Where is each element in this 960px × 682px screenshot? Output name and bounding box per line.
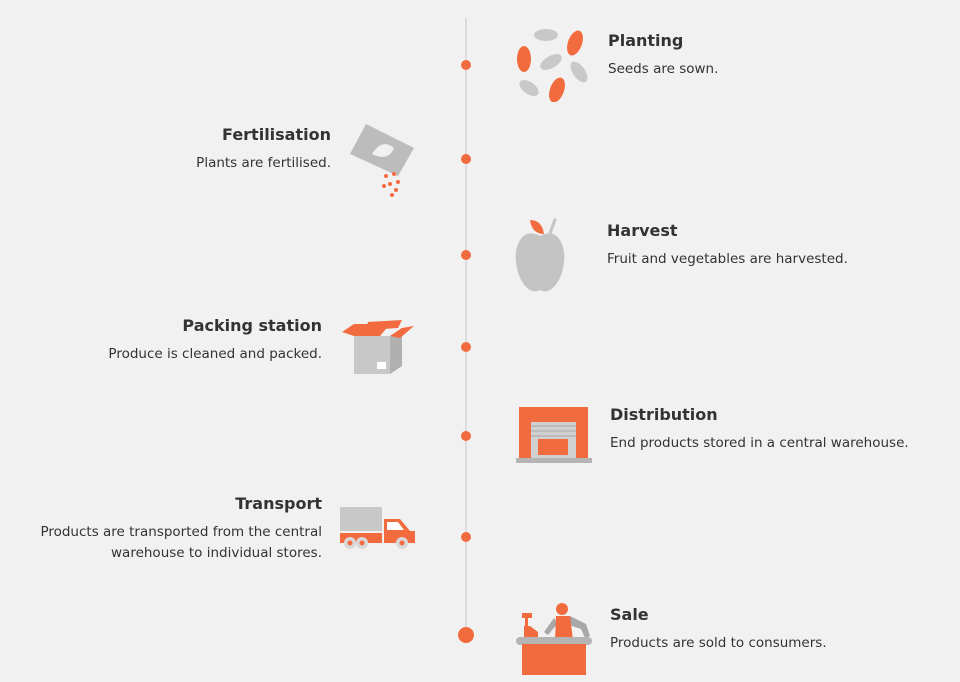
- step-title: Packing station: [182, 316, 322, 335]
- timeline-dot: [461, 532, 471, 542]
- apple-icon: [515, 218, 565, 292]
- step-description: Produce is cleaned and packed.: [108, 346, 322, 362]
- step-distribution: Distribution End products stored in a ce…: [610, 405, 909, 454]
- fertiliser-bag-icon: [350, 124, 414, 197]
- step-planting: Planting Seeds are sown.: [608, 31, 718, 80]
- truck-icon: [340, 507, 415, 549]
- step-description: Plants are fertilised.: [196, 155, 331, 171]
- timeline-dot: [461, 342, 471, 352]
- step-sale: Sale Products are sold to consumers.: [610, 605, 827, 654]
- step-title: Sale: [610, 605, 649, 624]
- step-packing-station: Packing station Produce is cleaned and p…: [108, 316, 322, 365]
- cashier-icon: [516, 603, 592, 675]
- warehouse-icon: [516, 407, 592, 463]
- step-description: End products stored in a central warehou…: [610, 435, 909, 451]
- step-description: Fruit and vegetables are harvested.: [607, 251, 848, 267]
- step-fertilisation: Fertilisation Plants are fertilised.: [196, 125, 331, 174]
- step-description: Products are transported from the centra…: [40, 524, 322, 561]
- step-harvest: Harvest Fruit and vegetables are harvest…: [607, 221, 848, 270]
- step-description: Seeds are sown.: [608, 61, 719, 77]
- step-description: Products are sold to consumers.: [610, 635, 827, 651]
- timeline-line: [465, 18, 467, 638]
- seeds-icon: [517, 29, 588, 102]
- step-title: Harvest: [607, 221, 678, 240]
- timeline-dot: [461, 250, 471, 260]
- step-title: Distribution: [610, 405, 718, 424]
- timeline-dot: [461, 431, 471, 441]
- timeline-dot: [461, 60, 471, 70]
- step-transport: Transport Products are transported from …: [22, 494, 322, 564]
- timeline-dot: [461, 154, 471, 164]
- timeline-end-dot: [458, 627, 474, 643]
- step-title: Fertilisation: [222, 125, 331, 144]
- step-title: Transport: [235, 494, 322, 513]
- step-title: Planting: [608, 31, 684, 50]
- box-icon: [342, 320, 414, 374]
